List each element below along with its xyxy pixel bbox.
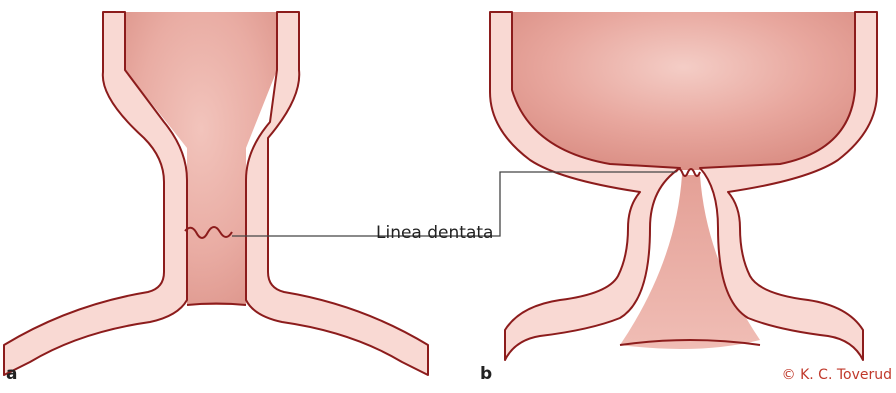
panel-b-dentate-line [676,169,700,176]
panel-a-diagram [4,12,428,375]
linea-dentata-label: Linea dentata [376,225,493,242]
copyright-notice: © K. C. Toverud [782,368,892,382]
panel-b-label: b [480,366,492,383]
panel-a-label: a [6,366,17,383]
panel-b-lumen [512,12,855,170]
panel-b-diagram [490,12,877,360]
